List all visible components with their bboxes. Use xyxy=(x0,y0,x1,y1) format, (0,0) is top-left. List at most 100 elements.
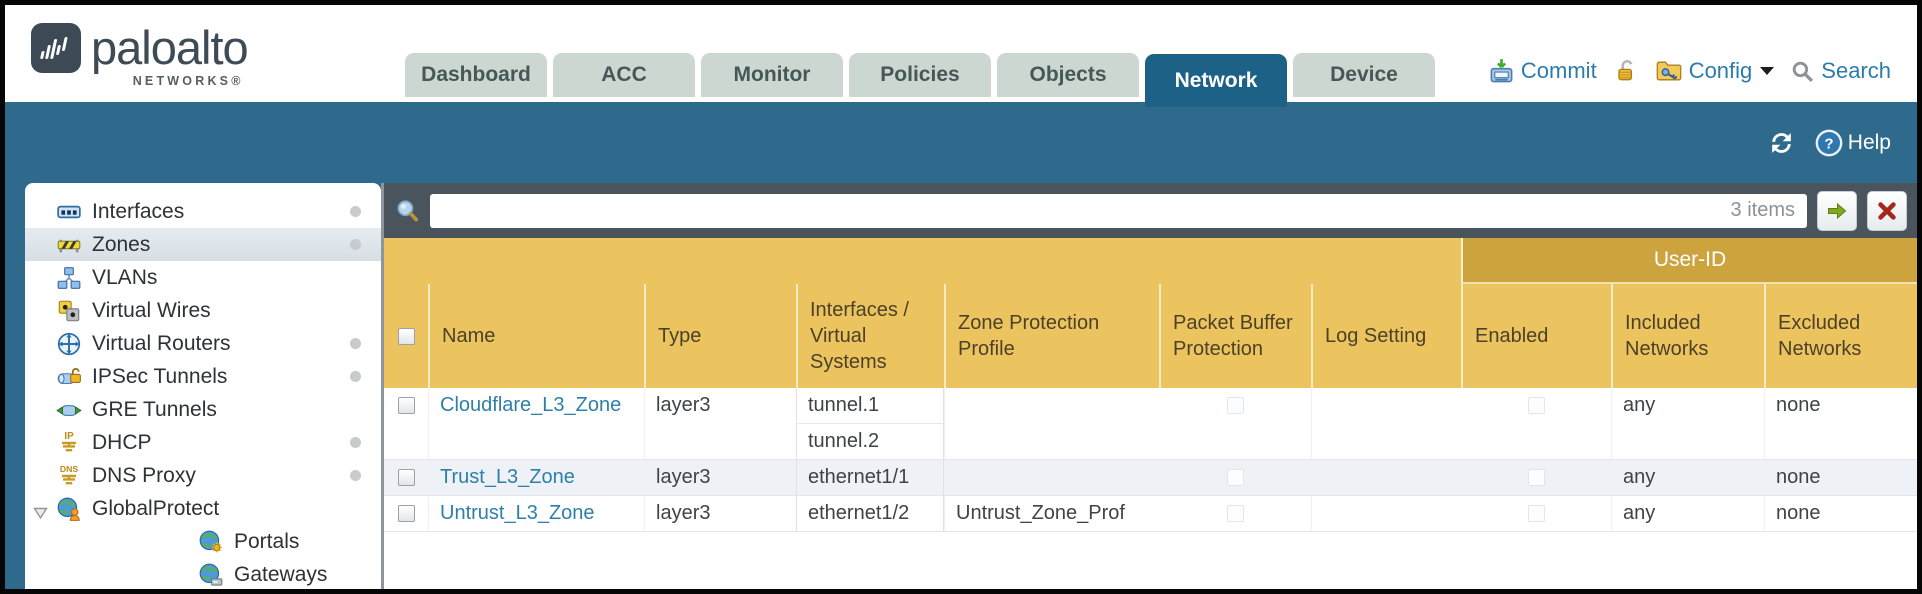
sidebar-item-ipsec-tunnels[interactable]: IPSec Tunnels xyxy=(25,360,381,393)
sidebar-item-virtual-routers[interactable]: Virtual Routers xyxy=(25,327,381,360)
select-all-checkbox[interactable] xyxy=(397,327,415,345)
packet-buffer-cell xyxy=(1159,388,1311,459)
excluded-networks-cell: none xyxy=(1764,460,1917,495)
green-arrow-icon xyxy=(1828,202,1847,219)
config-folder-key-icon xyxy=(1656,61,1682,81)
filter-search-icon xyxy=(397,199,419,222)
row-checkbox[interactable] xyxy=(397,397,415,414)
packet-buffer-checkbox[interactable] xyxy=(1226,505,1244,522)
table-row: Untrust_L3_Zone layer3 ethernet1/2 Untru… xyxy=(384,496,1917,532)
virtual-wires-icon xyxy=(55,298,83,324)
interface-value: ethernet1/2 xyxy=(808,502,910,524)
packet-buffer-checkbox[interactable] xyxy=(1226,397,1244,414)
sidebar-item-portals[interactable]: Portals xyxy=(25,525,381,558)
sidebar-item-gre-tunnels[interactable]: GRE Tunnels xyxy=(25,393,381,426)
log-setting-cell xyxy=(1311,388,1461,459)
col-header-zone-protection-profile[interactable]: Zone Protection Profile xyxy=(944,284,1159,388)
col-header-excluded-networks[interactable]: Excluded Networks xyxy=(1764,284,1917,388)
unlocked-padlock-icon xyxy=(1617,60,1633,81)
zone-name-link[interactable]: Untrust_L3_Zone xyxy=(440,502,595,524)
col-header-packet-buffer-protection[interactable]: Packet Buffer Protection xyxy=(1159,284,1311,388)
svg-text:?: ? xyxy=(1824,135,1833,152)
zone-type-cell: layer3 xyxy=(644,460,796,495)
userid-enabled-checkbox[interactable] xyxy=(1527,505,1545,522)
zone-name-cell: Untrust_L3_Zone xyxy=(428,496,644,531)
col-header-type[interactable]: Type xyxy=(644,284,796,388)
col-header-enabled[interactable]: Enabled xyxy=(1461,284,1611,388)
sidebar-item-label: Portals xyxy=(234,529,300,553)
col-header-name[interactable]: Name xyxy=(428,284,644,388)
sidebar-item-dhcp[interactable]: IP DHCP xyxy=(25,426,381,459)
col-header-interfaces[interactable]: Interfaces / Virtual Systems xyxy=(796,284,944,388)
sidebar-item-label: Interfaces xyxy=(92,199,185,223)
tab-objects[interactable]: Objects xyxy=(997,53,1139,97)
row-checkbox[interactable] xyxy=(397,469,415,486)
top-header-bar: paloalto NETWORKS® Dashboard ACC Monitor… xyxy=(5,5,1917,107)
commit-icon xyxy=(1490,58,1513,82)
sidebar-item-interfaces[interactable]: Interfaces xyxy=(25,195,381,228)
tab-device[interactable]: Device xyxy=(1293,53,1435,97)
apply-filter-button[interactable] xyxy=(1817,190,1857,231)
packet-buffer-cell xyxy=(1159,496,1311,531)
tab-policies[interactable]: Policies xyxy=(849,53,991,97)
search-button[interactable]: Search xyxy=(1790,58,1891,84)
status-dot xyxy=(350,470,361,481)
userid-enabled-checkbox[interactable] xyxy=(1527,397,1545,414)
clear-filter-button[interactable] xyxy=(1867,190,1907,231)
commit-button[interactable]: Commit xyxy=(1488,58,1597,85)
paloalto-logo-icon xyxy=(31,23,81,73)
sidebar-item-virtual-wires[interactable]: Virtual Wires xyxy=(25,294,381,327)
content-area: Interfaces Zones VLANs Virtua xyxy=(5,183,1917,589)
packet-buffer-cell xyxy=(1159,460,1311,495)
interfaces-cell: ethernet1/1 xyxy=(796,460,944,495)
sidebar-item-label: Virtual Wires xyxy=(92,298,211,322)
packet-buffer-checkbox[interactable] xyxy=(1226,469,1244,486)
expander-triangle-icon[interactable] xyxy=(33,502,48,526)
lock-button[interactable] xyxy=(1613,58,1639,84)
sidebar-item-dns-proxy[interactable]: DNS DNS Proxy xyxy=(25,459,381,492)
help-button[interactable]: ? Help xyxy=(1815,129,1891,157)
tab-acc[interactable]: ACC xyxy=(553,53,695,97)
row-checkbox[interactable] xyxy=(397,505,415,522)
sidebar-item-gateways[interactable]: Gateways xyxy=(25,558,381,589)
sidebar-item-label: Gateways xyxy=(234,562,328,586)
sidebar-item-label: Virtual Routers xyxy=(92,331,231,355)
help-label: Help xyxy=(1847,130,1891,154)
sidebar-item-label: DHCP xyxy=(92,430,152,454)
sidebar-item-label: VLANs xyxy=(92,265,158,289)
col-header-log-setting[interactable]: Log Setting xyxy=(1311,284,1461,388)
zone-name-cell: Cloudflare_L3_Zone xyxy=(428,388,644,459)
sidebar-item-globalprotect[interactable]: GlobalProtect xyxy=(25,492,381,525)
table-empty-area xyxy=(384,532,1917,589)
col-header-included-networks[interactable]: Included Networks xyxy=(1611,284,1764,388)
zone-protection-cell xyxy=(944,460,1159,495)
sidebar-item-zones[interactable]: Zones xyxy=(25,228,381,261)
zone-type-cell: layer3 xyxy=(644,388,796,459)
network-sidebar: Interfaces Zones VLANs Virtua xyxy=(25,183,381,589)
userid-enabled-cell xyxy=(1461,388,1611,459)
ipsec-tunnels-icon xyxy=(55,364,83,390)
userid-enabled-checkbox[interactable] xyxy=(1527,469,1545,486)
zone-name-link[interactable]: Trust_L3_Zone xyxy=(440,466,575,488)
log-setting-cell xyxy=(1311,496,1461,531)
sidebar-item-label: IPSec Tunnels xyxy=(92,364,228,388)
status-dot xyxy=(350,206,361,217)
tab-dashboard[interactable]: Dashboard xyxy=(405,53,547,97)
sub-header-band: ? Help xyxy=(5,102,1917,183)
items-count-label: 3 items xyxy=(1730,199,1795,221)
portals-icon xyxy=(197,529,225,555)
refresh-icon[interactable] xyxy=(1766,129,1797,157)
status-dot xyxy=(350,239,361,250)
zones-icon xyxy=(55,232,83,258)
zone-name-link[interactable]: Cloudflare_L3_Zone xyxy=(440,394,622,416)
zone-type-cell: layer3 xyxy=(644,496,796,531)
user-id-group-header: User-ID xyxy=(1461,238,1917,284)
search-icon xyxy=(1792,61,1814,82)
interfaces-icon xyxy=(55,199,83,225)
tab-monitor[interactable]: Monitor xyxy=(701,53,843,97)
tab-network[interactable]: Network xyxy=(1145,54,1287,107)
sidebar-item-vlans[interactable]: VLANs xyxy=(25,261,381,294)
config-menu-button[interactable]: Config xyxy=(1655,57,1775,85)
filter-input[interactable] xyxy=(442,198,1731,223)
